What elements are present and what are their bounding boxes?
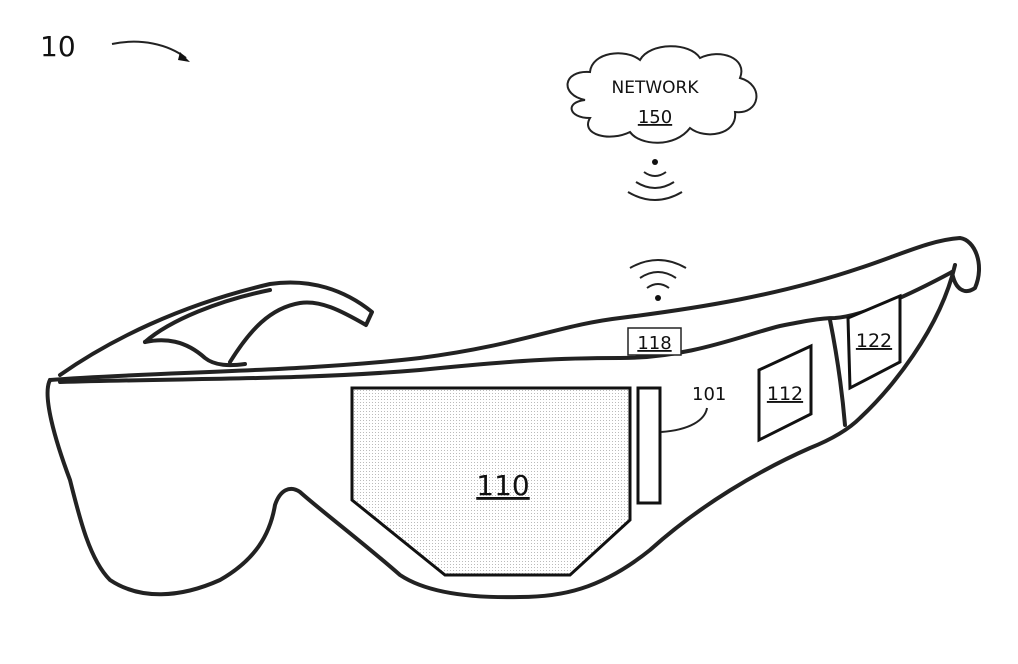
component-112-ref: 112 [767, 383, 803, 405]
figure-ref-label: 10 [40, 30, 76, 63]
wireless-signal-icon [627, 159, 683, 201]
network-ref: 150 [638, 107, 672, 128]
leader-line [660, 407, 708, 433]
component-112 [757, 343, 813, 443]
component-118 [627, 327, 682, 356]
display-110 [350, 386, 632, 577]
display-ref: 110 [476, 469, 529, 502]
component-122 [846, 293, 902, 391]
component-101 [636, 386, 662, 505]
component-118-ref: 118 [637, 333, 671, 354]
arrowhead-icon [178, 52, 190, 62]
component-122-ref: 122 [856, 330, 892, 352]
frame-band-lower-edge [58, 270, 954, 384]
ref-arrow [111, 40, 187, 59]
network-label: NETWORK [612, 78, 700, 98]
component-101-ref: 101 [692, 384, 726, 405]
hinge-line [828, 318, 847, 427]
cloud-icon [566, 45, 758, 144]
temple-arm [58, 280, 374, 377]
frame-top-edge [48, 236, 981, 382]
lens-frame-outline [45, 263, 957, 600]
wireless-signal-icon [629, 259, 687, 301]
